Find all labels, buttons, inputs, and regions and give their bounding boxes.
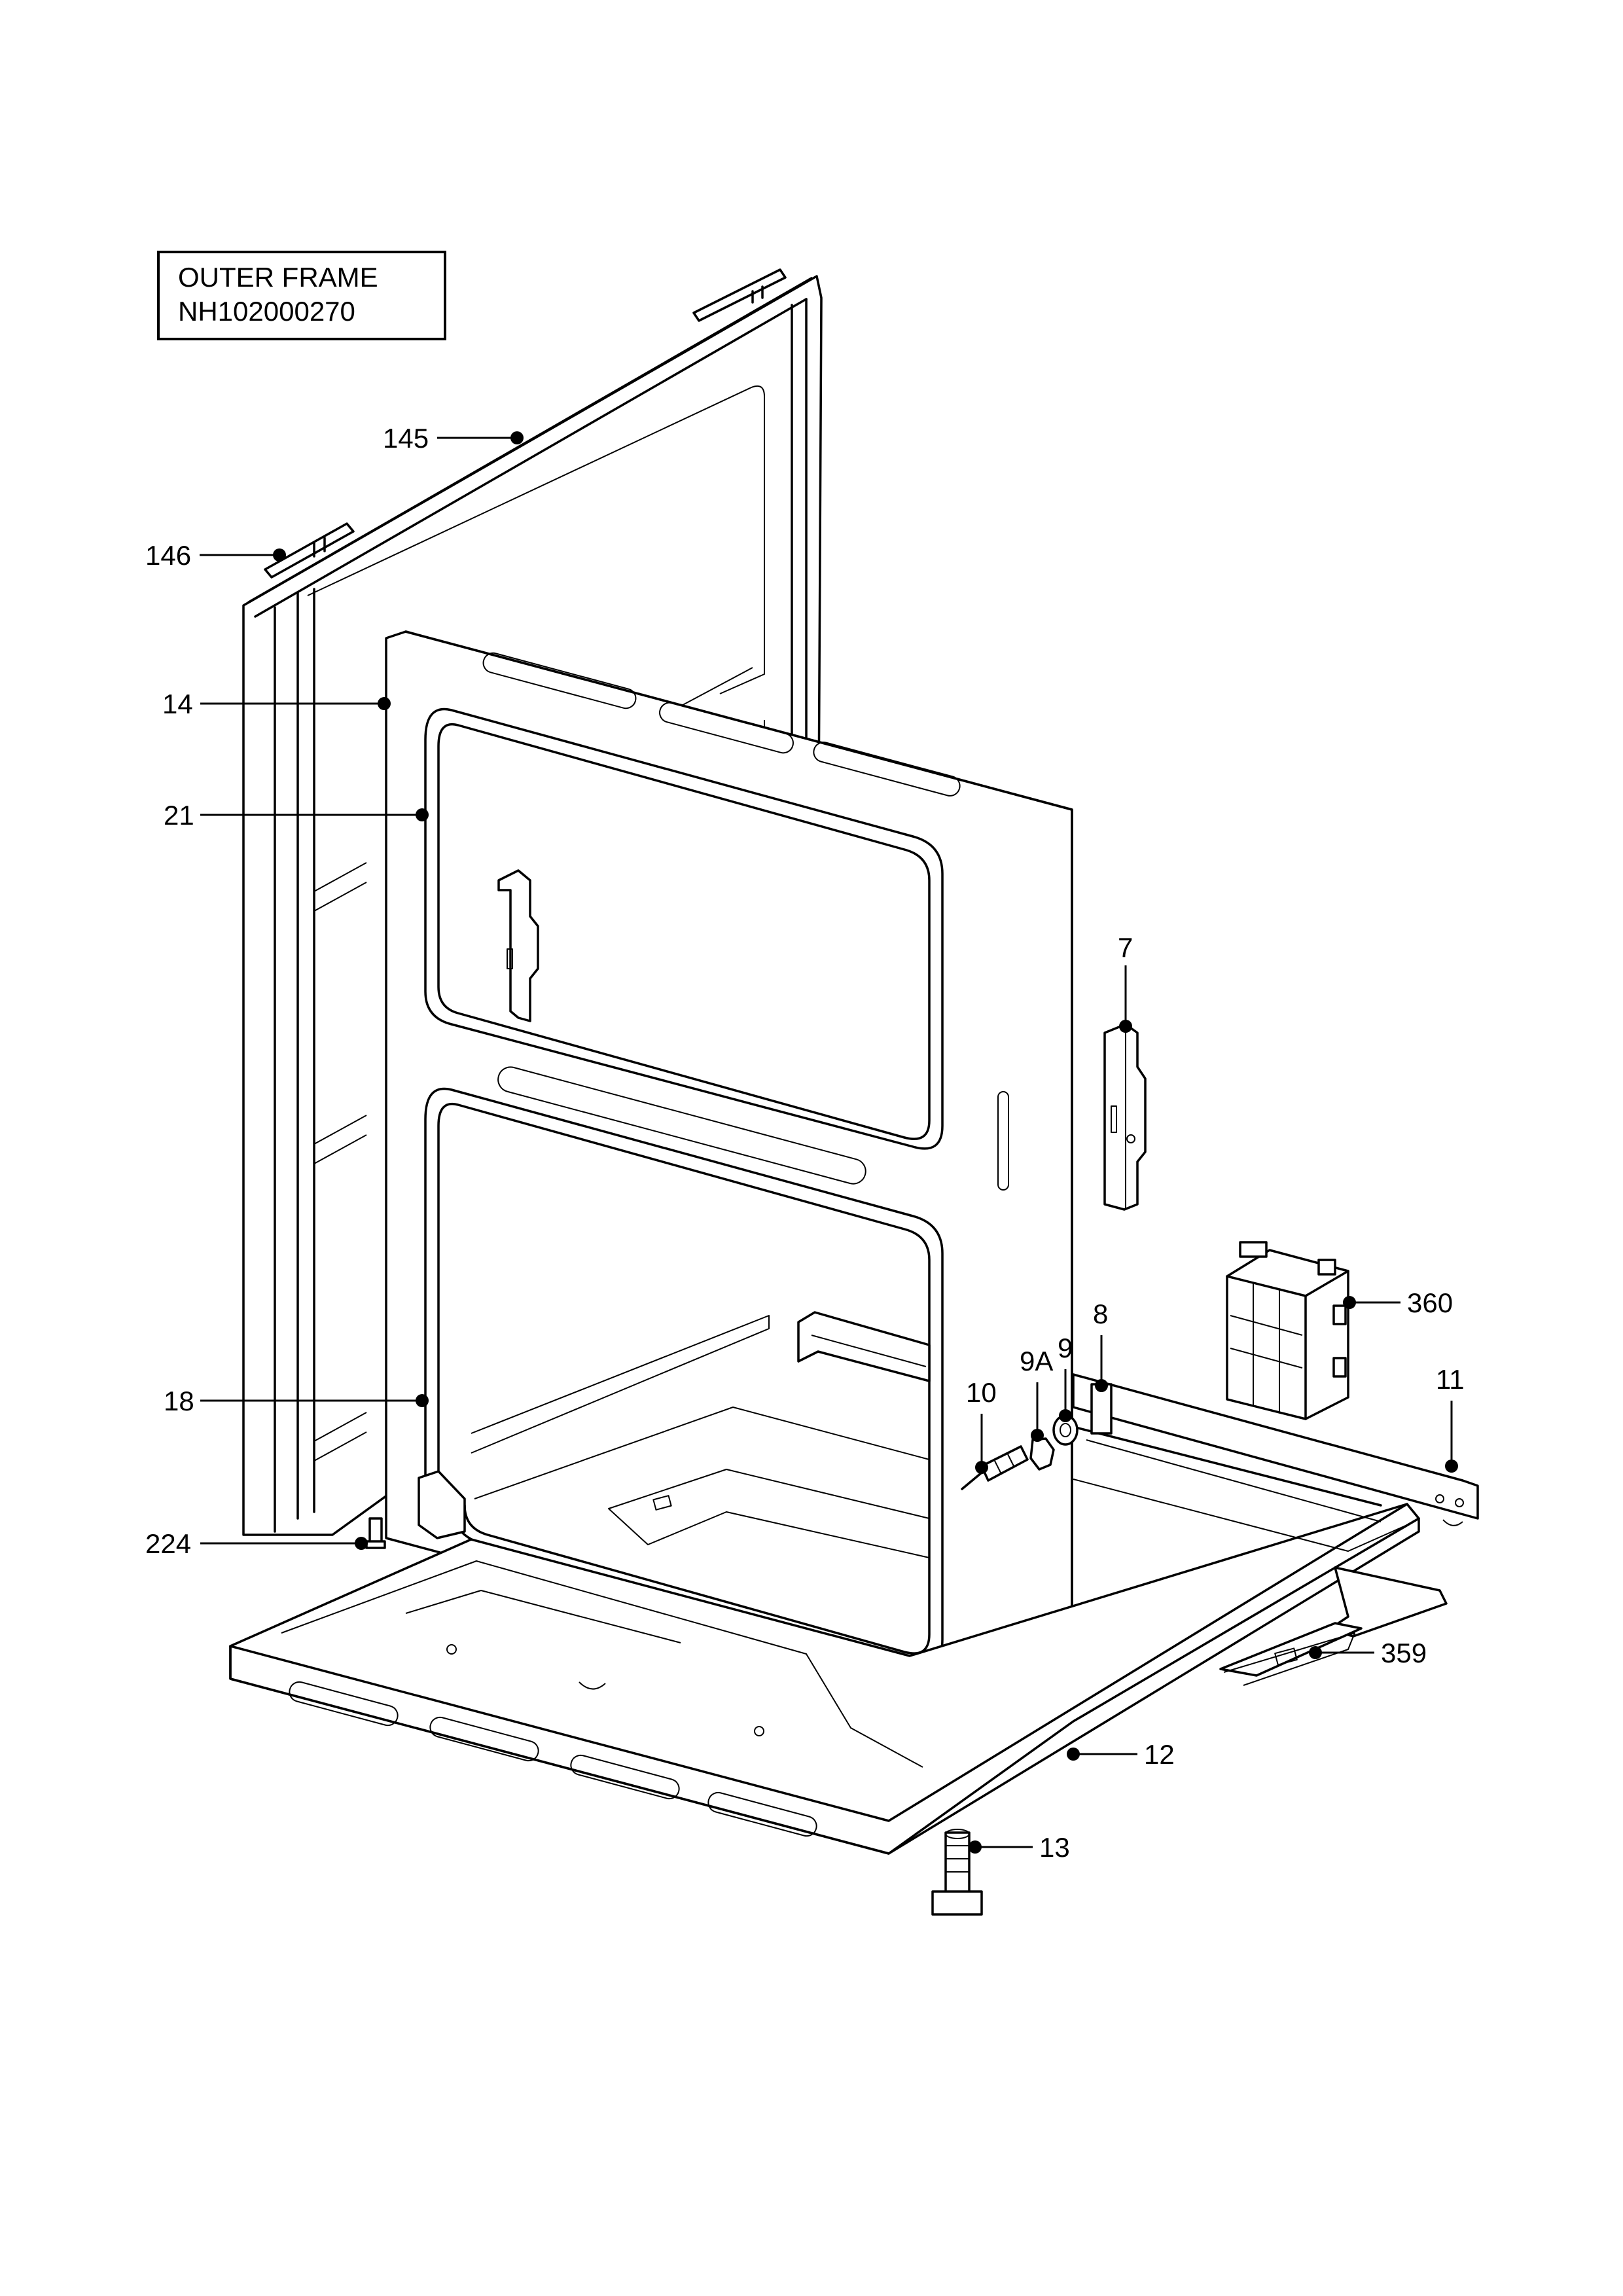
callout-12: 12: [1067, 1739, 1175, 1770]
base-tray: [229, 1503, 1420, 1855]
title-box: OUTER FRAME NH102000270: [157, 251, 446, 340]
callout-14: 14: [162, 689, 391, 719]
terminal-block-360: [1226, 1241, 1349, 1420]
svg-text:9: 9: [1058, 1333, 1073, 1363]
part-359-plate: [1219, 1566, 1448, 1686]
upper-door-seal: [424, 708, 944, 1150]
callout-9: 9: [1058, 1333, 1073, 1422]
callout-224: 224: [145, 1528, 368, 1559]
part-9a-nut: [1029, 1437, 1055, 1471]
svg-text:7: 7: [1118, 932, 1133, 963]
title-line-1: OUTER FRAME: [178, 262, 378, 293]
svg-text:359: 359: [1381, 1638, 1427, 1668]
callout-146: 146: [145, 540, 286, 571]
callout-11: 11: [1436, 1364, 1465, 1473]
svg-text:14: 14: [162, 689, 193, 719]
callout-10: 10: [966, 1377, 997, 1474]
svg-text:9A: 9A: [1020, 1346, 1053, 1376]
bracket-224: [365, 1517, 386, 1549]
bracket-146: [264, 522, 355, 579]
callout-18: 18: [164, 1386, 429, 1416]
svg-text:8: 8: [1093, 1299, 1108, 1329]
svg-text:12: 12: [1144, 1739, 1175, 1770]
svg-text:18: 18: [164, 1386, 194, 1416]
svg-text:11: 11: [1436, 1364, 1465, 1395]
svg-text:21: 21: [164, 800, 194, 831]
svg-text:10: 10: [966, 1377, 997, 1408]
svg-text:13: 13: [1039, 1832, 1070, 1863]
small-parts: [961, 1383, 1113, 1490]
lower-door-seal: [418, 1087, 944, 1667]
svg-text:145: 145: [383, 423, 429, 454]
callouts: 145 146 14 21 18 224: [145, 423, 1465, 1863]
callout-360: 360: [1343, 1287, 1453, 1318]
callout-145: 145: [383, 423, 524, 454]
svg-text:360: 360: [1407, 1287, 1453, 1318]
svg-text:146: 146: [145, 540, 191, 571]
callout-9a: 9A: [1020, 1346, 1053, 1442]
callout-8: 8: [1093, 1299, 1108, 1392]
foot-13: [931, 1829, 983, 1916]
callout-13: 13: [969, 1832, 1070, 1863]
part-10-connector: [961, 1445, 1029, 1490]
callout-359: 359: [1309, 1638, 1427, 1668]
side-rail: [1072, 1373, 1479, 1552]
part-8: [1090, 1383, 1113, 1435]
title-line-2: NH102000270: [178, 296, 355, 327]
hinge-bracket-7: [1103, 1023, 1147, 1211]
callout-7: 7: [1118, 932, 1133, 1033]
callout-21: 21: [164, 800, 429, 831]
svg-text:224: 224: [145, 1528, 191, 1559]
